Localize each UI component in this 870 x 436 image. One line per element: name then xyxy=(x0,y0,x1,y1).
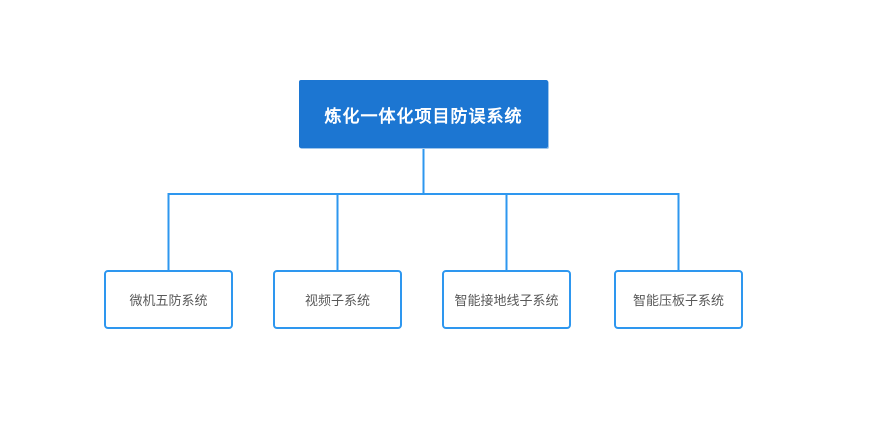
root-node[interactable]: 炼化一体化项目防误系统 xyxy=(299,80,548,148)
child-node[interactable]: 智能接地线子系统 xyxy=(442,270,571,329)
child-node[interactable]: 视频子系统 xyxy=(273,270,402,329)
child-node[interactable]: 智能压板子系统 xyxy=(614,270,743,329)
child-node[interactable]: 微机五防系统 xyxy=(104,270,233,329)
